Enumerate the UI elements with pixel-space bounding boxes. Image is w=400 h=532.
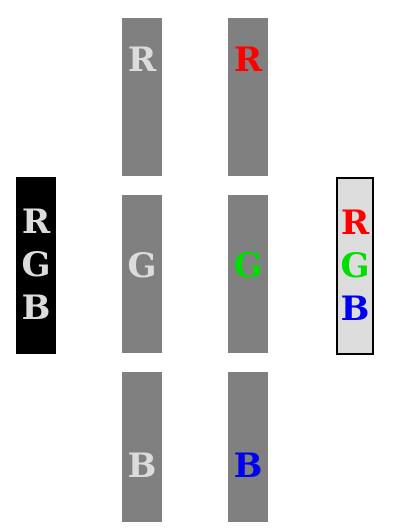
legend-light: R G B bbox=[336, 177, 374, 355]
left-bar-b: B bbox=[122, 372, 162, 522]
legend-dark: R G B bbox=[16, 177, 56, 354]
right-bar-g: G bbox=[228, 195, 268, 353]
left-letter-r: R bbox=[127, 40, 157, 80]
left-bar-r: R bbox=[122, 18, 162, 176]
left-bar-g: G bbox=[122, 195, 162, 353]
legend-dark-letter-b: B bbox=[21, 288, 51, 328]
left-letter-b: B bbox=[127, 446, 157, 486]
right-bar-b: B bbox=[228, 372, 268, 522]
right-letter-r: R bbox=[233, 40, 263, 80]
legend-light-letter-g: G bbox=[340, 245, 370, 286]
left-letter-g: G bbox=[127, 246, 157, 286]
legend-light-letter-r: R bbox=[340, 202, 370, 243]
legend-dark-letter-g: G bbox=[21, 245, 51, 285]
right-bar-r: R bbox=[228, 18, 268, 176]
right-letter-b: B bbox=[233, 446, 263, 486]
legend-light-letter-b: B bbox=[340, 288, 370, 329]
legend-dark-letter-r: R bbox=[21, 202, 51, 242]
right-letter-g: G bbox=[233, 246, 263, 286]
